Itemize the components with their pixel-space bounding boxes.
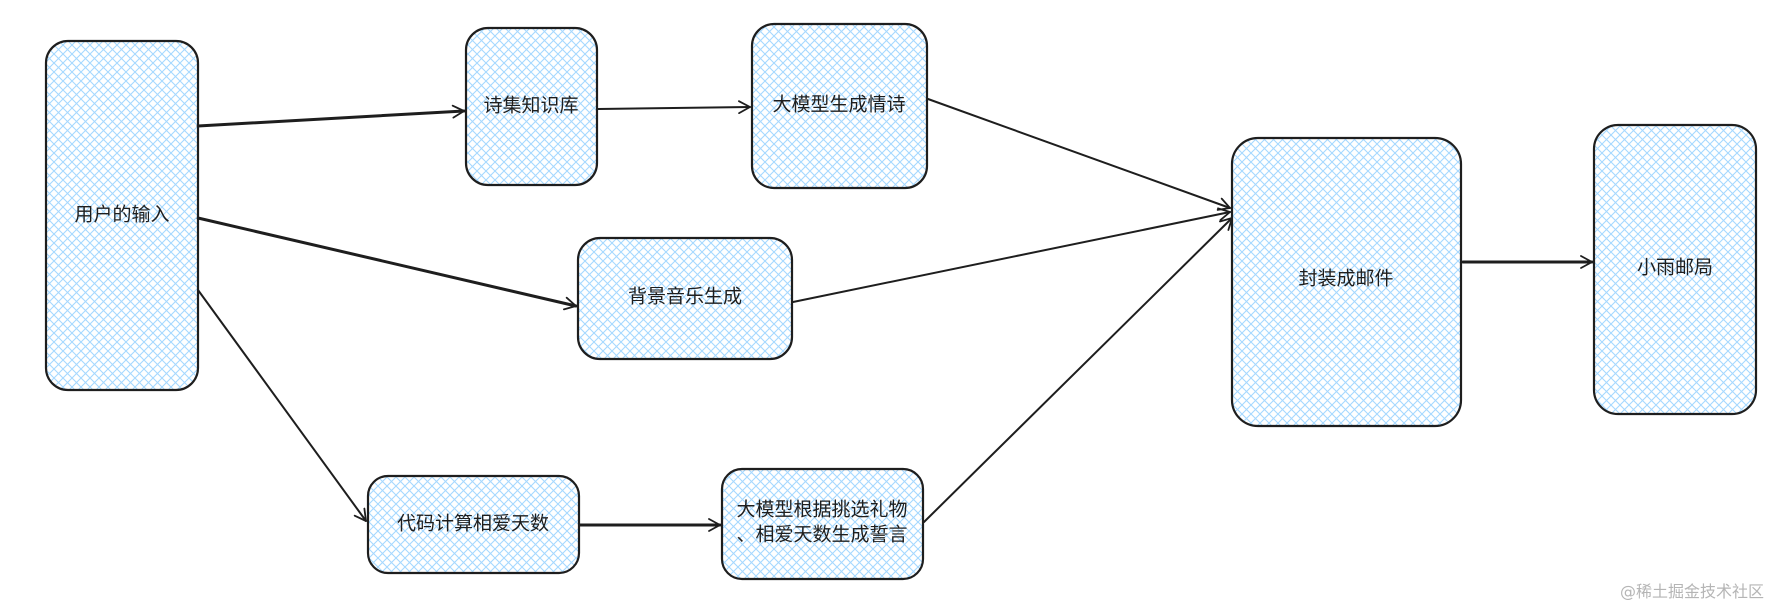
edges — [196, 98, 1594, 532]
watermark-text: @稀土掘金技术社区 — [1620, 582, 1764, 601]
edge-llm-vow-to-package — [923, 217, 1233, 523]
node-llm-poem[interactable]: 大模型生成情诗 — [750, 22, 929, 190]
node-post-office-label: 小雨邮局 — [1637, 257, 1713, 279]
edge-input-to-love-days — [197, 289, 367, 522]
node-bg-music-label: 背景音乐生成 — [628, 286, 742, 308]
node-love-days-label: 代码计算相爱天数 — [397, 513, 549, 535]
node-post-office[interactable]: 小雨邮局 — [1592, 123, 1758, 416]
node-llm-vow[interactable]: 大模型根据挑选礼物 、相爱天数生成誓言 — [720, 467, 925, 581]
node-poetry-kb[interactable]: 诗集知识库 — [464, 26, 599, 187]
edge-poetry-kb-to-llm-poem — [597, 100, 751, 115]
node-user-input-label: 用户的输入 — [74, 204, 169, 226]
edge-input-to-bg-music — [196, 216, 578, 311]
node-love-days[interactable]: 代码计算相爱天数 — [366, 474, 581, 575]
node-llm-poem-label: 大模型生成情诗 — [772, 94, 905, 116]
node-llm-vow-label-line2: 、相爱天数生成誓言 — [736, 524, 907, 546]
node-llm-vow-label-line1: 大模型根据挑选礼物 — [736, 499, 907, 521]
node-bg-music[interactable]: 背景音乐生成 — [576, 236, 794, 361]
node-poetry-kb-label: 诗集知识库 — [483, 95, 578, 117]
edge-llm-poem-to-package — [927, 98, 1231, 211]
node-package-mail-label: 封装成邮件 — [1298, 268, 1393, 290]
edge-bg-music-to-package — [792, 207, 1231, 303]
node-user-input[interactable]: 用户的输入 — [44, 39, 200, 392]
edge-input-to-poetry-kb — [196, 104, 466, 128]
node-package-mail[interactable]: 封装成邮件 — [1230, 136, 1463, 428]
